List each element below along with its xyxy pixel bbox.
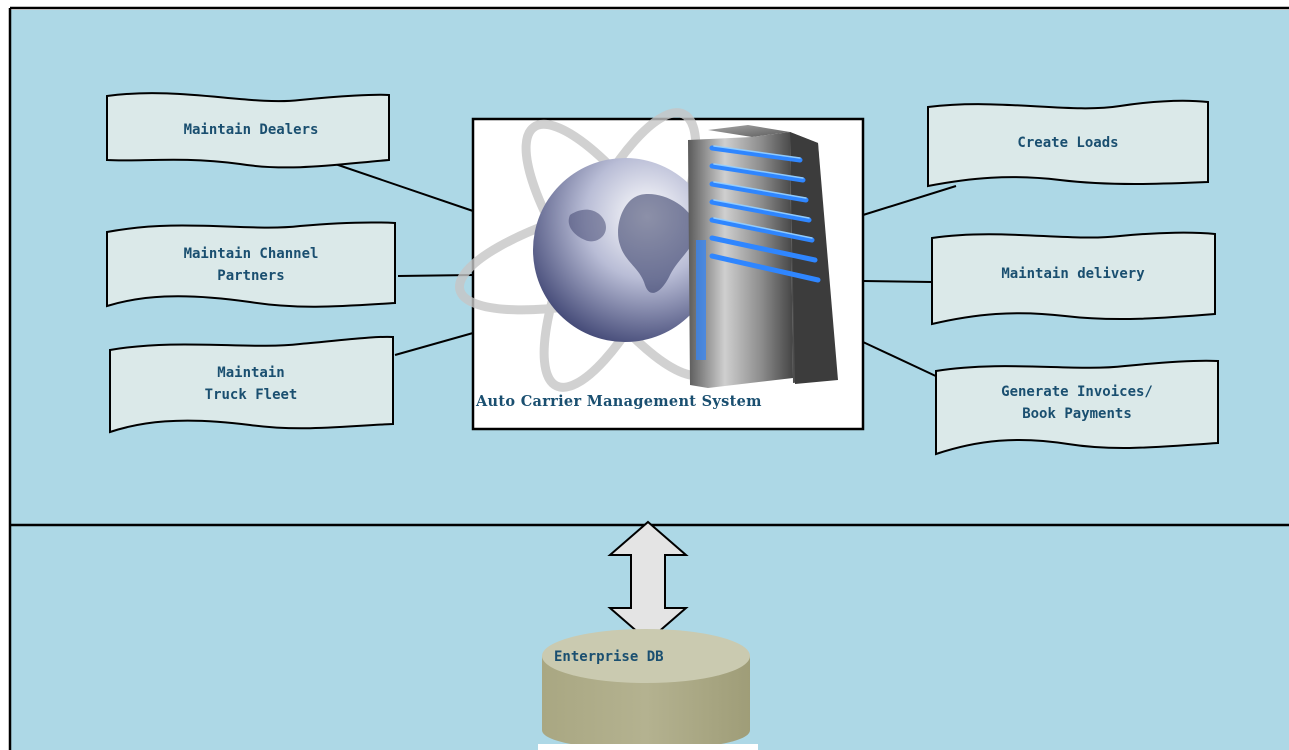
module-shape-generate-invoices (935, 359, 1219, 456)
module-label-create-loads: Create Loads (1017, 135, 1119, 151)
module-label-maintain-delivery: Maintain delivery (1001, 266, 1145, 282)
module-label-maintain-truck-fleet: Maintain Truck Fleet (204, 365, 298, 403)
module-label-generate-invoices: Generate Invoices/ Book Payments (1001, 384, 1153, 422)
module-shape-create-loads (927, 99, 1209, 188)
system-title: Auto Carrier Management System (476, 393, 762, 410)
system-box (455, 108, 865, 431)
module-shape-maintain-channel-partners (106, 221, 396, 308)
database-label: Enterprise DB (554, 649, 664, 665)
module-label-maintain-channel-partners: Maintain Channel Partners (183, 246, 319, 284)
connector-invoices (862, 341, 941, 379)
database-cylinder-icon (538, 629, 758, 750)
connector-maintain-delivery (862, 280, 933, 283)
module-shape-maintain-delivery (931, 231, 1216, 326)
module-shape-maintain-truck-fleet (109, 335, 394, 434)
module-label-maintain-dealers: Maintain Dealers (183, 122, 319, 138)
connector-create-loads (862, 185, 957, 216)
connector-truck-fleet (394, 332, 474, 356)
globe-icon (533, 158, 717, 342)
module-shape-maintain-dealers (106, 92, 390, 169)
server-tower-icon (688, 125, 838, 388)
